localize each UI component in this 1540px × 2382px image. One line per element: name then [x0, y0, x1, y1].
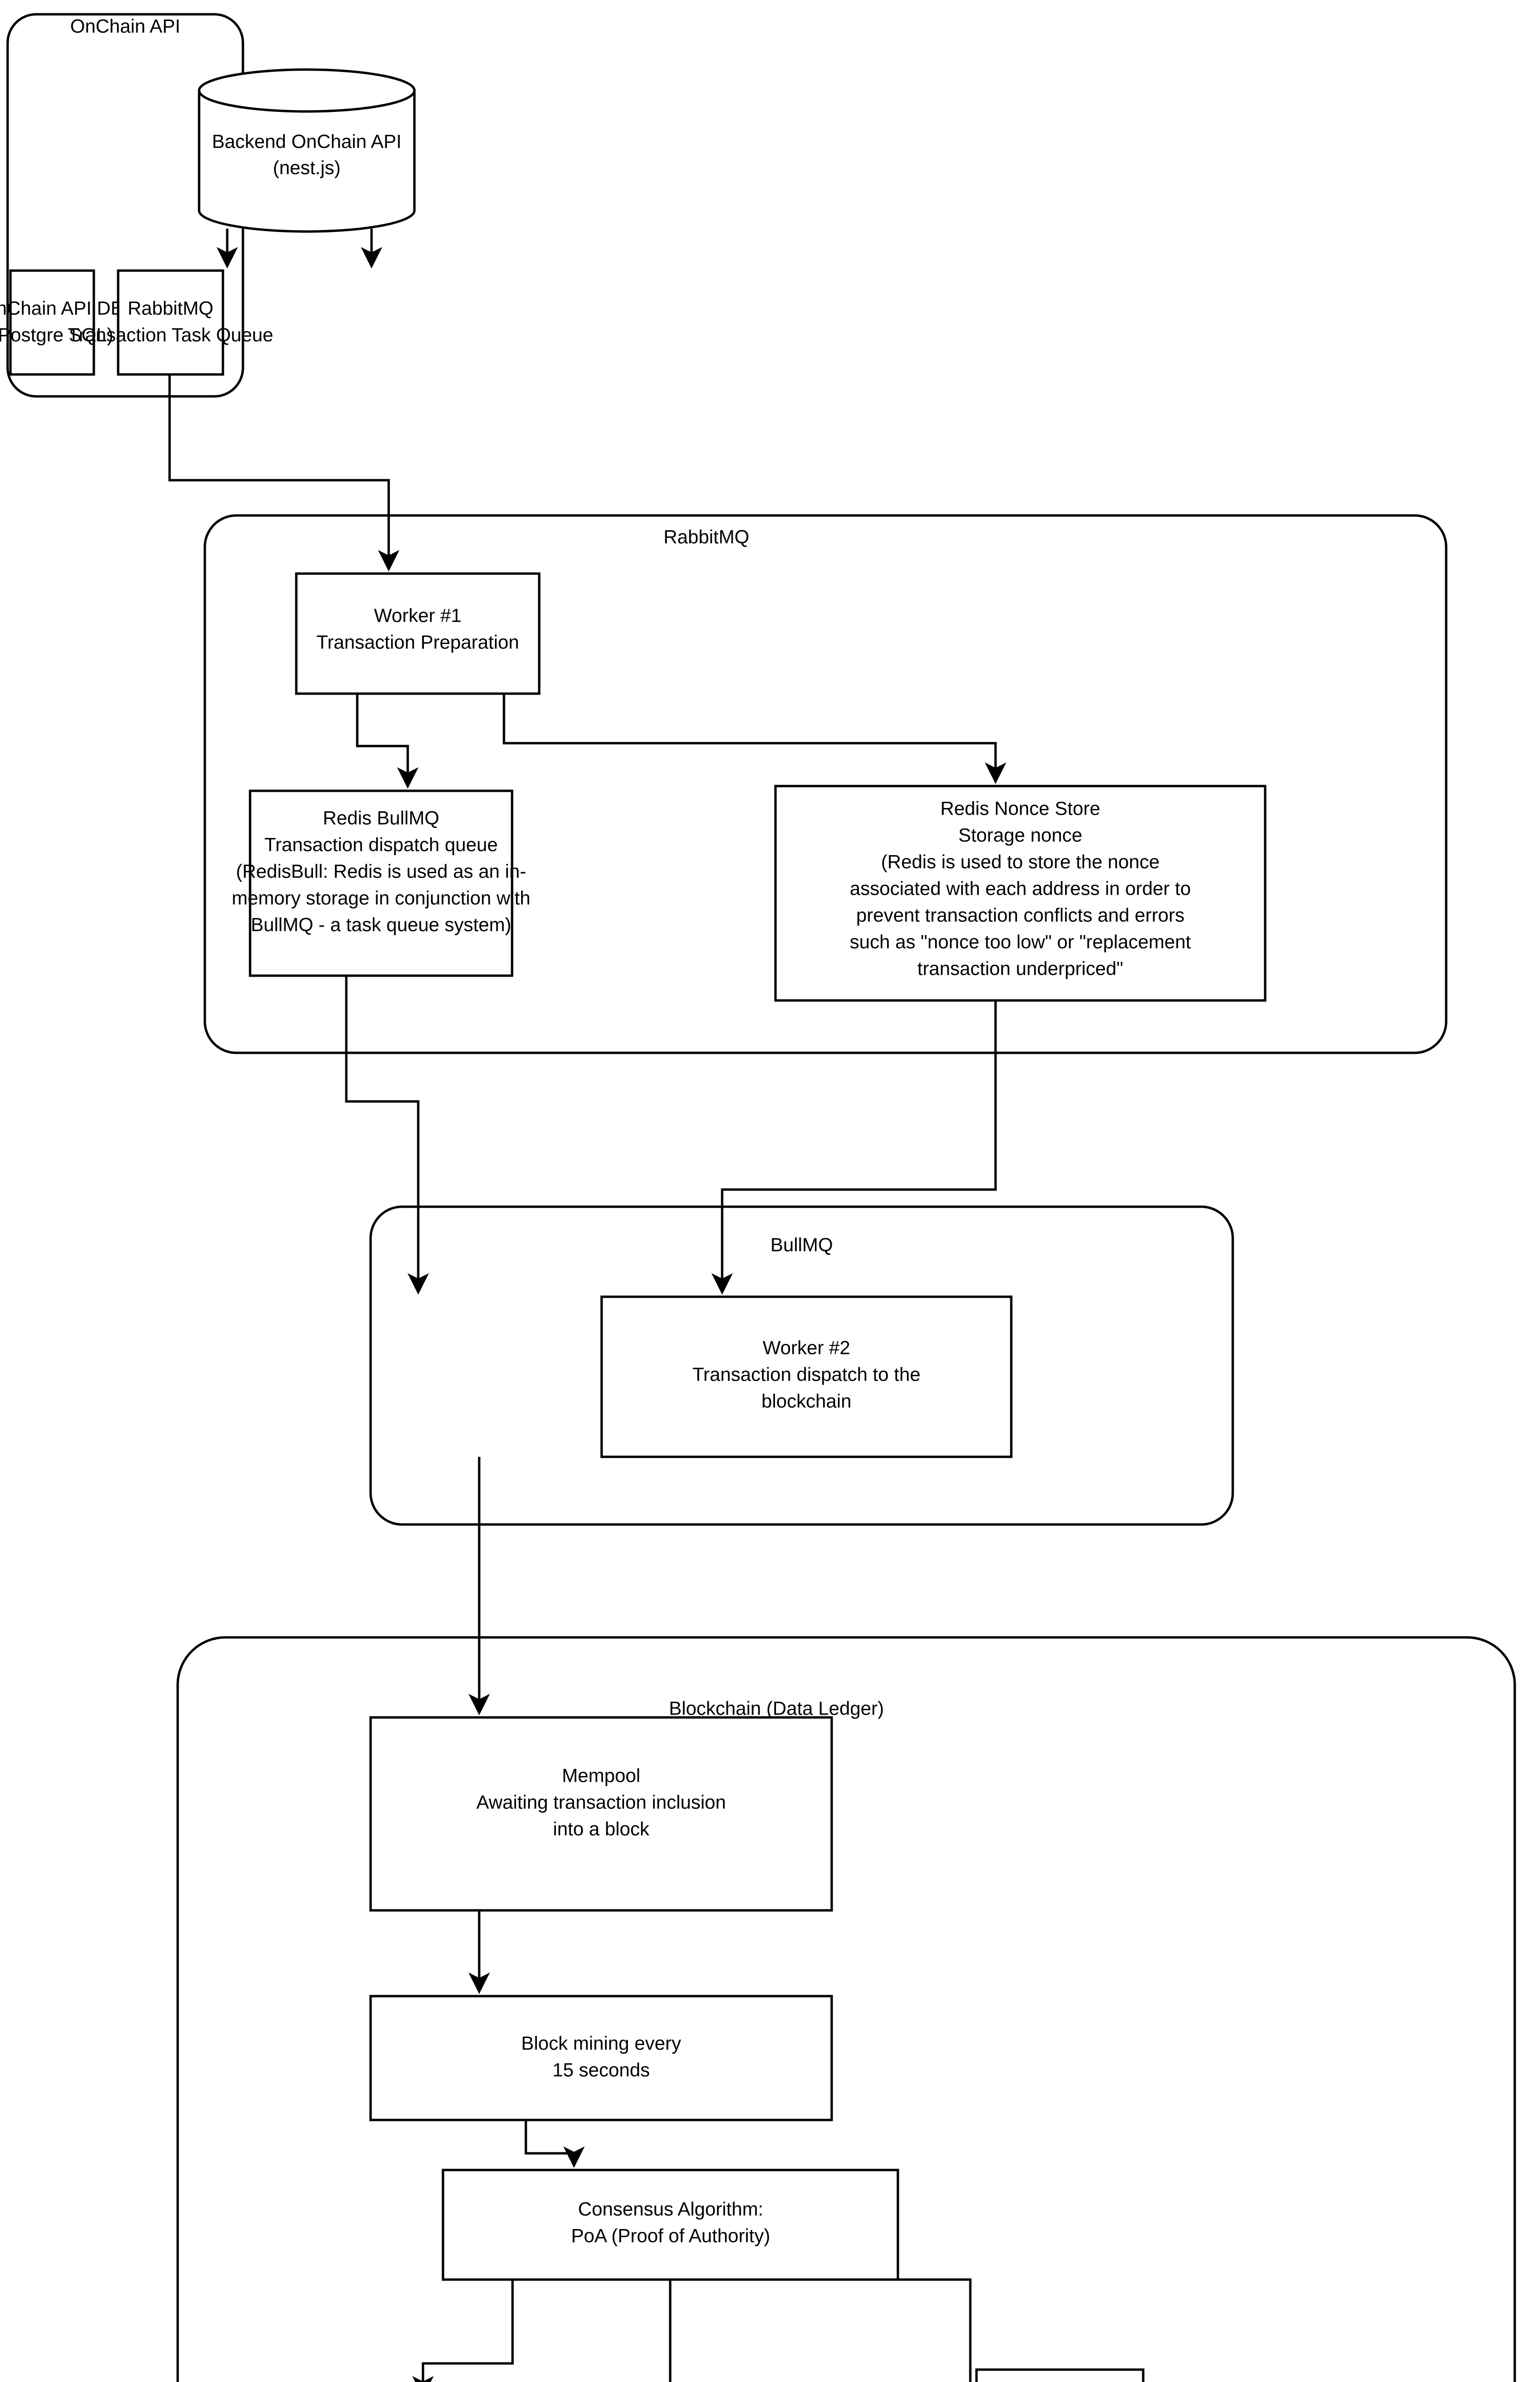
node-backend-onchain-api: Backend OnChain API (nest.js) [198, 68, 416, 233]
group-blockchain-label: Blockchain (Data Ledger) [669, 1698, 884, 1719]
node-redis-bullmq-line2: Transaction dispatch queue [264, 835, 498, 856]
edge-consensus-to-node-left [412, 2280, 514, 2382]
node-block-mining-line2: 15 seconds [553, 2060, 650, 2081]
node-rabbitmq-task-queue: RabbitMQ Transaction Task Queue [68, 269, 273, 376]
node-backend-onchain-api-line2: (nest.js) [273, 158, 341, 179]
node-onchain-api-db-line2: (Postgre SQL) [0, 325, 113, 346]
edge-redis-bullmq-to-worker2 [345, 976, 429, 1295]
node-redis-bullmq: Redis BullMQ Transaction dispatch queue … [232, 789, 531, 977]
group-rabbitmq [203, 514, 1448, 1054]
node-redis-nonce-store-line1: Redis Nonce Store [940, 798, 1100, 819]
node-rabbitmq-task-queue-line2: Transaction Task Queue [68, 325, 273, 346]
node-consensus-algorithm-line2: PoA (Proof of Authority) [571, 2226, 770, 2247]
edge-worker1-to-redis-bullmq [356, 694, 419, 789]
node-consensus-algorithm-line1: Consensus Algorithm: [578, 2199, 763, 2220]
node-onchain-api-db: OnChain API DB (Postgre SQL) [0, 269, 123, 376]
node-redis-nonce-store-line6: such as "nonce too low" or "replacement [850, 932, 1191, 953]
node-redis-bullmq-line4: memory storage in conjunction with [232, 888, 531, 909]
node-redis-nonce-store-line3: (Redis is used to store the nonce [881, 852, 1160, 873]
node-validator-right: Node 1 (Validator) [975, 2368, 1145, 2382]
node-redis-nonce-store-line2: Storage nonce [958, 825, 1082, 846]
edge-block-mining-to-consensus [524, 2120, 585, 2168]
edge-consensus-to-node-bottom [669, 2280, 672, 2382]
node-worker-1: Worker #1 Transaction Preparation [295, 572, 541, 695]
group-bullmq [369, 1205, 1234, 1526]
edge-redis-nonce-to-worker2 [711, 1000, 997, 1295]
node-redis-bullmq-line5: BullMQ - a task queue system) [251, 915, 512, 936]
node-mempool-line3: into a block [553, 1819, 650, 1840]
node-rabbitmq-task-queue-line1: RabbitMQ [128, 298, 213, 319]
node-redis-bullmq-line1: Redis BullMQ [323, 808, 440, 829]
node-worker-1-line1: Worker #1 [374, 606, 462, 626]
node-consensus-algorithm: Consensus Algorithm: PoA (Proof of Autho… [442, 2169, 899, 2281]
node-mempool-line1: Mempool [562, 1766, 641, 1786]
node-redis-nonce-store-line4: associated with each address in order to [850, 878, 1191, 899]
group-rabbitmq-label: RabbitMQ [664, 527, 749, 548]
edge-taskqueue-to-worker1 [168, 374, 400, 572]
node-redis-bullmq-line3: (RedisBull: Redis is used as an in- [236, 861, 526, 882]
node-mempool: Mempool Awaiting transaction inclusion i… [369, 1716, 833, 1912]
edge-worker1-to-redis-nonce [503, 694, 1007, 784]
edge-consensus-to-node-right [898, 2278, 972, 2382]
node-worker-1-line2: Transaction Preparation [316, 632, 519, 653]
group-onchain-api-label: OnChain API [70, 16, 180, 37]
node-block-mining: Block mining every 15 seconds [369, 1995, 833, 2121]
node-redis-nonce-store-line7: transaction underpriced" [917, 959, 1123, 979]
node-worker-2: Worker #2 Transaction dispatch to the bl… [600, 1295, 1013, 1458]
node-redis-nonce-store-line5: prevent transaction conflicts and errors [856, 905, 1184, 926]
group-blockchain [176, 1636, 1516, 2382]
node-worker-2-line2: Transaction dispatch to the [693, 1364, 921, 1385]
node-worker-2-line1: Worker #2 [763, 1338, 850, 1359]
node-mempool-line2: Awaiting transaction inclusion [476, 1792, 726, 1813]
node-redis-nonce-store: Redis Nonce Store Storage nonce (Redis i… [774, 785, 1267, 1002]
group-bullmq-label: BullMQ [770, 1235, 833, 1256]
node-worker-2-line3: blockchain [761, 1391, 851, 1412]
node-onchain-api-db-line1: OnChain API DB [0, 298, 123, 319]
node-block-mining-line1: Block mining every [521, 2033, 681, 2054]
node-backend-onchain-api-line1: Backend OnChain API [212, 131, 402, 152]
